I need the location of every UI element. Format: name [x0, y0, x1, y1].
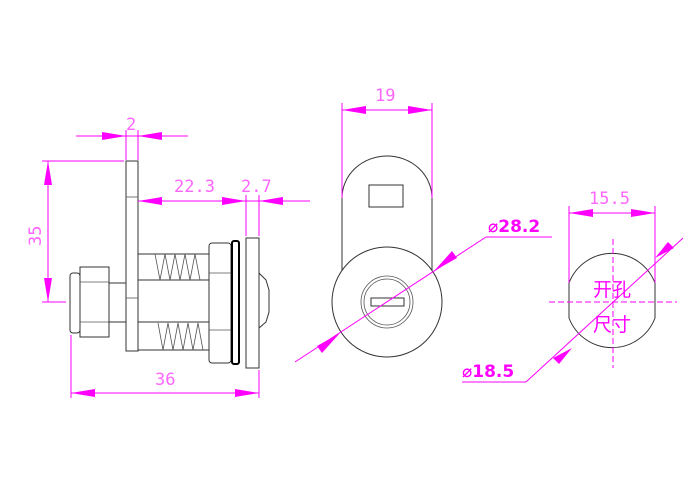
cutout-view: 开孔 尺寸	[549, 239, 677, 368]
dim-body-length: 22.3	[174, 177, 215, 197]
dim-cam-thickness: 2.7	[241, 177, 272, 197]
cutout-dimensions: 15.5 ⌀18.5	[462, 189, 684, 383]
cutout-label-line1: 开孔	[593, 279, 631, 301]
dim-total-length: 36	[155, 370, 175, 390]
dim-height: 35	[26, 226, 46, 246]
dim-cam-width: 19	[375, 86, 395, 106]
dim-face-diameter: ⌀28.2	[488, 217, 540, 237]
front-view-dimensions: 19 ⌀28.2	[294, 86, 552, 363]
front-view-lock	[331, 155, 443, 358]
cutout-label-line2: 尺寸	[593, 314, 631, 336]
dim-plate-thickness: 2	[126, 115, 136, 135]
side-view-dimensions: 2 35 22.3 2.7 36	[26, 115, 310, 398]
dim-flat-width: 15.5	[589, 189, 630, 209]
dim-hole-diameter: ⌀18.5	[462, 362, 514, 382]
side-view-lock	[69, 160, 270, 369]
